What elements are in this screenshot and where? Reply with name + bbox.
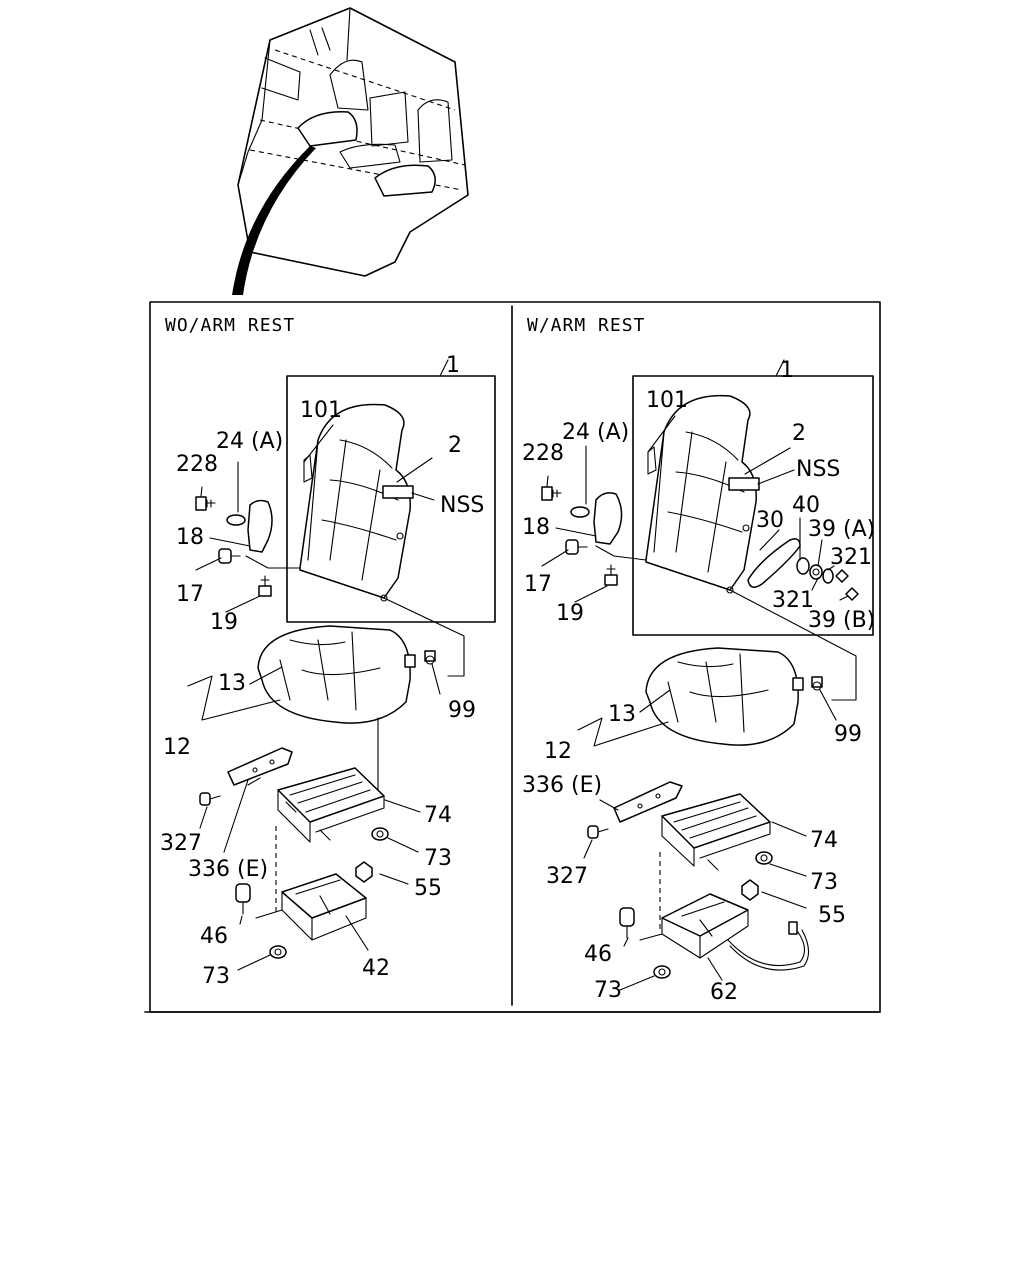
arm-rest-illustration — [747, 538, 801, 588]
label-part-12: 12 — [163, 735, 191, 760]
label-part-73b: 73 — [202, 964, 230, 989]
label-part-62: 62 — [710, 980, 738, 1005]
label-part-39b: 39 (B) — [808, 608, 875, 633]
label-part-99: 99 — [834, 722, 862, 747]
bolt-icon — [258, 575, 272, 597]
label-part-1: 1 — [446, 353, 460, 378]
nut-icon — [741, 879, 759, 901]
rail-bracket-illustration — [227, 747, 293, 786]
right-panel-header: W/ARM REST — [527, 315, 645, 336]
label-nss: NSS — [796, 457, 840, 482]
label-part-2: 2 — [448, 433, 462, 458]
label-part-99: 99 — [448, 698, 476, 723]
washer-set-illustration — [796, 557, 859, 601]
nut-icon — [269, 945, 287, 959]
label-part-228: 228 — [522, 441, 564, 466]
bolt-icon — [218, 548, 241, 564]
bolt-icon — [199, 792, 221, 806]
label-part-17: 17 — [176, 582, 204, 607]
label-part-2: 2 — [792, 421, 806, 446]
label-part-336e: 336 (E) — [188, 857, 268, 882]
nut-icon — [371, 827, 389, 841]
seat-back-illustration — [645, 394, 760, 594]
label-part-321b: 321 — [772, 588, 814, 613]
label-part-55: 55 — [414, 876, 442, 901]
label-part-1: 1 — [780, 358, 794, 383]
label-part-73b: 73 — [594, 978, 622, 1003]
label-part-13: 13 — [608, 702, 636, 727]
label-part-73a: 73 — [424, 846, 452, 871]
rail-bracket-illustration — [613, 781, 683, 823]
label-part-101: 101 — [646, 388, 688, 413]
left-panel-header: WO/ARM REST — [165, 315, 295, 336]
label-part-336e: 336 (E) — [522, 773, 602, 798]
label-part-19: 19 — [556, 601, 584, 626]
label-part-40: 40 — [792, 493, 820, 518]
label-part-18: 18 — [176, 525, 204, 550]
seat-bracket-illustration — [570, 492, 623, 545]
bolt-icon — [565, 539, 588, 555]
label-part-321a: 321 — [830, 545, 872, 570]
label-part-13: 13 — [218, 671, 246, 696]
bolt-icon — [541, 486, 562, 501]
bolt-icon — [195, 496, 216, 511]
seat-back-illustration — [299, 403, 414, 602]
label-part-55: 55 — [818, 903, 846, 928]
label-part-228: 228 — [176, 452, 218, 477]
bolt-icon — [424, 650, 436, 665]
label-part-46: 46 — [200, 924, 228, 949]
nut-icon — [755, 851, 773, 865]
bolt-icon — [587, 825, 609, 839]
label-part-19: 19 — [210, 610, 238, 635]
bolt-icon — [604, 564, 618, 586]
label-part-30: 30 — [756, 508, 784, 533]
seat-frame-illustration — [661, 793, 771, 871]
seat-cushion-illustration — [257, 625, 416, 724]
nut-icon — [355, 861, 373, 883]
cab-overview-illustration — [232, 7, 469, 295]
seat-frame-illustration — [277, 767, 385, 843]
label-part-46: 46 — [584, 942, 612, 967]
label-part-327: 327 — [160, 831, 202, 856]
bolt-icon — [619, 907, 635, 939]
label-part-74: 74 — [424, 803, 452, 828]
bolt-icon — [811, 676, 823, 691]
bolt-icon — [235, 883, 251, 915]
label-nss: NSS — [440, 493, 484, 518]
nut-icon — [653, 965, 671, 979]
label-part-12: 12 — [544, 739, 572, 764]
label-part-39a: 39 (A) — [808, 517, 875, 542]
label-part-101: 101 — [300, 398, 342, 423]
right-seatback-box — [632, 375, 874, 636]
label-part-24a: 24 (A) — [216, 429, 283, 454]
seat-bracket-illustration — [226, 499, 273, 553]
seat-riser-illustration — [639, 893, 810, 971]
bolt-icon — [788, 921, 798, 935]
seat-cushion-illustration — [645, 647, 804, 746]
label-part-42: 42 — [362, 956, 390, 981]
label-part-18: 18 — [522, 515, 550, 540]
seat-riser-illustration — [255, 873, 367, 941]
left-seatback-box — [286, 375, 496, 623]
label-part-74: 74 — [810, 828, 838, 853]
label-part-73a: 73 — [810, 870, 838, 895]
label-part-17: 17 — [524, 572, 552, 597]
label-part-327: 327 — [546, 864, 588, 889]
label-part-24a: 24 (A) — [562, 420, 629, 445]
